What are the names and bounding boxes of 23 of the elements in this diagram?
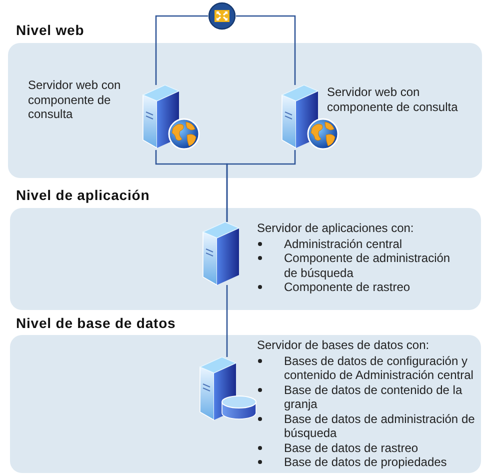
server-description: Servidor web con componente de consulta	[327, 85, 459, 114]
server-description: Servidor web con componente de consulta	[28, 78, 122, 122]
bullet-text: Base de datos de rastreo	[284, 440, 418, 454]
bullet-text: Bases de datos de configuración y contenido de Administración central	[284, 354, 474, 382]
tier-heading: Nivel de base de datos	[16, 315, 176, 331]
connector-line	[155, 15, 208, 85]
bullet-text: Base de datos de administración de búsqueda	[284, 412, 475, 440]
server-icon	[203, 222, 239, 285]
server-with-disk-icon	[200, 357, 257, 421]
server-with-globe-icon	[143, 85, 200, 150]
bullet-text: Base de datos de propiedades	[284, 455, 447, 469]
connector-line	[226, 150, 296, 222]
connector-line	[236, 15, 296, 85]
hub-icon	[208, 2, 236, 30]
tier-heading: Nivel web	[16, 22, 84, 38]
bullet-text: Base de datos de contenido de la granja	[284, 382, 462, 411]
bullet-text: Componente de administración de búsqueda	[284, 251, 450, 280]
server-description: Servidor de aplicaciones con:	[257, 221, 415, 236]
server-description: Servidor de bases de datos con:	[257, 338, 430, 352]
tier-heading: Nivel de aplicación	[16, 187, 150, 203]
bullet-text: Administración central	[284, 236, 402, 250]
bullet-text: Componente de rastreo	[284, 280, 410, 294]
connector-line	[226, 285, 228, 357]
